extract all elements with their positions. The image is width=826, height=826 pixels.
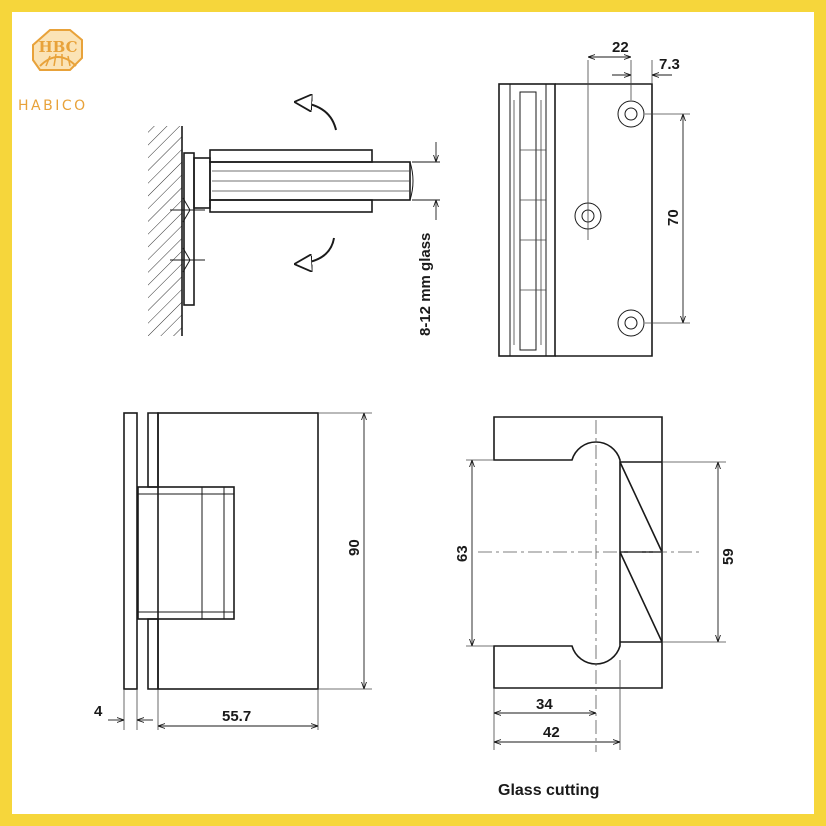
rotate-arrow-down-icon bbox=[296, 237, 335, 264]
logo-mark: HBC bbox=[38, 38, 77, 56]
brand-name: HABICO bbox=[18, 98, 88, 114]
dim-63: 63 bbox=[454, 545, 471, 562]
dim-42: 42 bbox=[543, 724, 560, 741]
dim-70: 70 bbox=[665, 209, 682, 226]
logo-emblem-icon: HBC bbox=[32, 29, 83, 71]
glass-cutting-view: 63 59 34 42 Glass cutting bbox=[454, 416, 737, 799]
glass-cutting-title: Glass cutting bbox=[498, 782, 599, 799]
dim-55-7: 55.7 bbox=[222, 708, 251, 725]
screw-hole-icon bbox=[617, 309, 645, 337]
top-view: 8-12 mm glass bbox=[148, 102, 440, 336]
dim-90: 90 bbox=[346, 539, 363, 556]
screw-hole-icon bbox=[617, 100, 645, 128]
side-view: 90 4 55.7 bbox=[94, 412, 372, 730]
dim-7-3: 7.3 bbox=[659, 56, 680, 73]
dim-34: 34 bbox=[536, 696, 553, 713]
glass-thickness-label: 8-12 mm glass bbox=[417, 233, 434, 336]
dim-4: 4 bbox=[94, 703, 103, 720]
front-view: 22 7.3 70 bbox=[498, 39, 690, 357]
habico-logo: HBC HABICO bbox=[18, 29, 88, 114]
dim-59: 59 bbox=[720, 548, 737, 565]
rotate-arrow-up-icon bbox=[296, 102, 337, 131]
dim-22: 22 bbox=[612, 39, 629, 56]
wall-hatch bbox=[148, 126, 182, 336]
